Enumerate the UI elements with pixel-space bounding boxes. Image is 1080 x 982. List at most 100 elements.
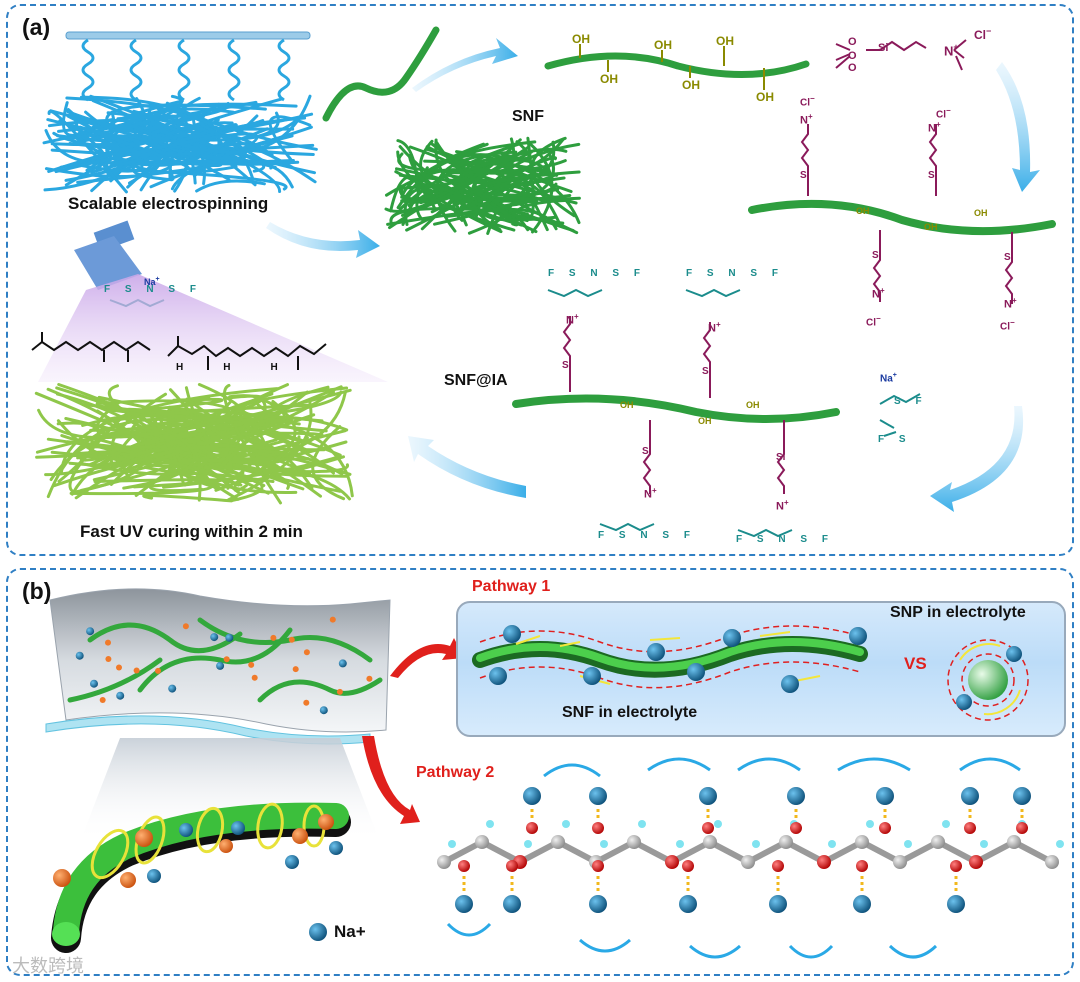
fiber-strand [195,458,351,501]
oh-label: OH [716,34,734,48]
na-ion [210,633,219,642]
anion [223,656,230,663]
na-ion [769,895,787,913]
bond [518,839,560,865]
fiber-strand [68,103,162,141]
carbonyl-oxygen [950,860,962,872]
oh-label: OH [682,78,700,92]
process-arrows [266,38,1040,512]
n-plus-label: N+ [928,120,941,135]
fiber-strand [47,109,128,194]
watermark: 大数跨境 [12,956,84,976]
fiber-strand [435,142,493,175]
si-label: Si [800,170,810,181]
si-label: Si [562,360,572,371]
na-ion [876,787,894,805]
fiber-strand [89,94,282,193]
fiber-strand [422,190,516,232]
fiber-strand [35,383,248,459]
bond [746,839,788,865]
arrow-to-grafted [996,62,1040,192]
na-plus-label: Na+ [144,276,160,287]
n-plus-label: N+ [708,320,721,335]
na-ion [75,651,84,660]
panel-a-label: (a) [22,14,51,40]
na-ion [961,787,979,805]
snf-label: SNF [512,108,544,125]
na-ion [523,787,541,805]
anion [105,639,111,646]
snp-caption: SNP in electrolyte [890,604,1026,621]
grafted-snf-chain [748,124,1056,304]
blue-fiber-mat [42,94,318,194]
na-ion [679,895,697,913]
membrane-fibers [67,617,383,703]
electrospinning-illustration [42,31,318,194]
fiber-strand [110,422,244,467]
membrane-ions [75,616,373,715]
spinning-jets [81,38,291,102]
fiber-strand [47,118,206,186]
oh-label: OH [600,72,618,86]
arrow-to-pva [412,38,518,92]
oxygen-atom [665,855,679,869]
hopping-arrow [737,757,801,772]
cl-label: Cl− [936,106,951,121]
fiber-strand [199,122,273,170]
na-ion [787,787,805,805]
pathway2-label: Pathway 2 [416,764,495,781]
panel-a-frame [6,4,1074,556]
carbonyl-oxygen [772,860,784,872]
fiber-strand [528,142,554,234]
oh-label: OH [856,206,870,216]
anion [105,656,112,662]
snf-caption: SNF in electrolyte [562,704,698,721]
anion [251,674,258,681]
hydrogen-atom [486,820,494,828]
carbonyl-oxygen [592,822,604,834]
fiber-strand [493,199,575,233]
fiber-strand [236,398,297,485]
hopping-arrow [543,763,601,778]
o-label: O [848,62,857,74]
carbon-atom [931,835,945,849]
n-plus-label: N+ [566,312,579,327]
fiber-strand [50,142,153,157]
tfsi-label: F S N S F [736,534,834,545]
fiber-strand [191,400,232,449]
hopping-arrow [959,757,1021,772]
fiber-strand [56,421,101,483]
anion [366,675,373,682]
carbonyl-oxygen [702,822,714,834]
fiber-strand [197,383,310,461]
bond [936,839,978,865]
bond [556,839,598,865]
o-label: O [848,50,857,62]
fiber-strand [43,118,220,192]
fiber-strand [452,170,581,222]
carbonyl-oxygen [506,860,518,872]
carbonyl-oxygen [526,822,538,834]
hydrogen-atom [448,840,456,848]
uv-caption: Fast UV curing within 2 min [80,522,303,541]
na-ion [589,787,607,805]
pathway2-polymer-chain [437,757,1064,959]
carbonyl-oxygen [964,822,976,834]
cl-label: Cl− [800,94,815,109]
anion [248,661,255,668]
hydrogen-atom [866,820,874,828]
arrow-to-uv [408,436,526,498]
pathway2-arrow [362,736,420,824]
hydrogen-atom [600,840,608,848]
fiber-strand [481,188,558,222]
na-ion [853,895,871,913]
snp-in-electrolyte [947,639,1029,721]
fiber-strand [311,425,346,501]
fiber-strand [155,410,328,433]
fiber-strand [78,125,191,171]
carbonyl-oxygen [879,822,891,834]
carbonyl-oxygen [592,860,604,872]
fiber-strand [55,386,196,490]
na-ion [338,659,347,668]
bond [442,839,484,865]
